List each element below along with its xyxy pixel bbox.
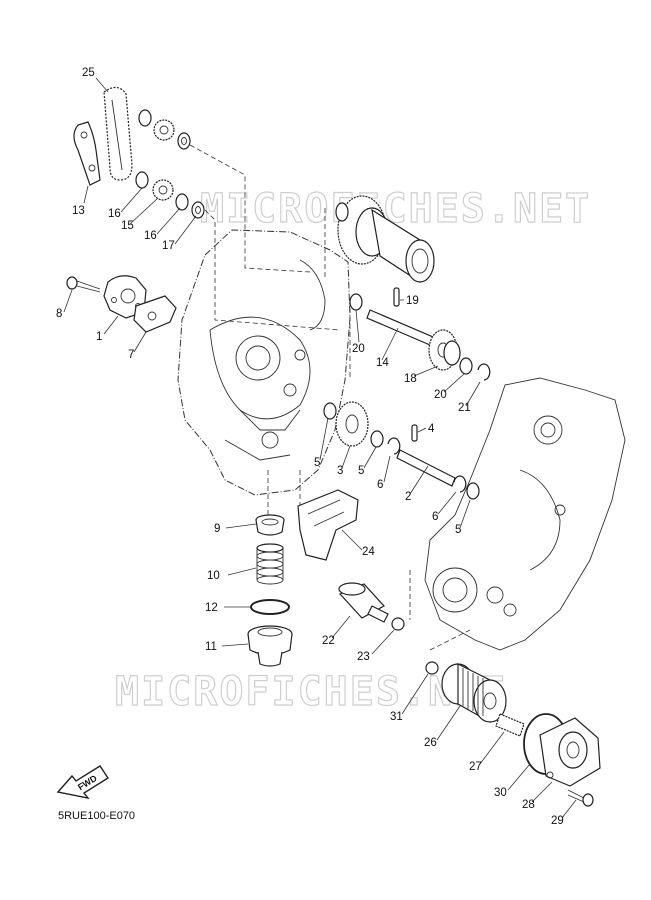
- washer-5-c: [466, 482, 480, 500]
- callout-20: 20: [434, 389, 447, 401]
- shaft-2: [396, 449, 456, 487]
- o-ring-12: [250, 599, 290, 615]
- sprocket-lower: [135, 171, 205, 219]
- callout-29: 29: [551, 815, 564, 827]
- circlip-6-a: [387, 437, 401, 455]
- oil-filter-26: [441, 663, 507, 724]
- left-crankcase: [177, 229, 351, 496]
- drain-plug-11: [247, 625, 293, 667]
- washer-5-a: [323, 402, 337, 420]
- bolt-29: [567, 789, 594, 807]
- callout-20: 20: [352, 343, 365, 355]
- callout-15: 15: [121, 220, 134, 232]
- callout-31: 31: [390, 711, 403, 723]
- pump-gasket: [133, 295, 177, 333]
- callout-6: 6: [377, 479, 383, 491]
- callout-28: 28: [522, 799, 535, 811]
- pin-19: [393, 287, 400, 307]
- circlip-21: [477, 363, 491, 381]
- callout-12: 12: [205, 602, 218, 614]
- callout-27: 27: [469, 761, 482, 773]
- cam-chain: [103, 86, 133, 181]
- callout-26: 26: [424, 737, 437, 749]
- washer-5-b: [370, 430, 384, 448]
- watermark-bottom: MICROFICHES.NET: [115, 669, 506, 715]
- right-crankcase: [424, 377, 626, 651]
- callout-labels: 25 13 16 15 16 17 8 1 7 19 20 14 18 20 2…: [56, 67, 564, 827]
- filter-cover-28: [539, 717, 601, 787]
- baffle-plate-24: [297, 489, 359, 561]
- callout-2: 2: [405, 491, 411, 503]
- relief-valve-22: [338, 582, 389, 623]
- callout-5: 5: [314, 457, 320, 469]
- o-ring-23: [391, 617, 405, 631]
- strainer-9: [255, 514, 285, 536]
- callout-10: 10: [207, 570, 220, 582]
- callout-18: 18: [404, 373, 417, 385]
- washer-20-b: [459, 357, 473, 375]
- callout-14: 14: [376, 357, 389, 369]
- callout-17: 17: [162, 240, 175, 252]
- callout-5: 5: [358, 465, 364, 477]
- callout-23: 23: [357, 651, 370, 663]
- callout-11: 11: [205, 641, 217, 653]
- callout-19: 19: [406, 295, 419, 307]
- callout-25: 25: [82, 67, 95, 79]
- diagram-code: 5RUE100-E070: [58, 810, 135, 822]
- spring-27: [495, 713, 525, 737]
- callout-16: 16: [144, 230, 157, 242]
- gear-18: [428, 329, 461, 371]
- sprocket-upper: [138, 109, 191, 150]
- o-ring-31: [425, 661, 439, 675]
- spring-10: [256, 543, 284, 585]
- callout-9: 9: [214, 523, 220, 535]
- callout-13: 13: [72, 205, 85, 217]
- callout-6: 6: [432, 511, 438, 523]
- callout-7: 7: [128, 349, 134, 361]
- gear-3: [335, 401, 369, 447]
- leader-lines: [63, 77, 577, 819]
- callout-21: 21: [458, 402, 471, 414]
- shaft-14: [366, 309, 441, 349]
- callout-3: 3: [337, 465, 343, 477]
- callout-24: 24: [362, 546, 375, 558]
- callout-16: 16: [108, 208, 121, 220]
- callout-30: 30: [494, 787, 507, 799]
- chain-guide: [73, 121, 101, 186]
- circlip-6-b: [453, 475, 467, 493]
- washer-20-a: [349, 293, 363, 311]
- callout-8: 8: [56, 308, 62, 320]
- pump-bolt: [66, 276, 101, 293]
- fwd-arrow-icon: FWD: [56, 765, 109, 800]
- pin-4: [411, 424, 418, 442]
- callout-5: 5: [455, 524, 461, 536]
- callout-22: 22: [322, 635, 335, 647]
- callout-4: 4: [428, 423, 435, 435]
- drive-gear-assembly: [335, 195, 435, 284]
- callout-1: 1: [96, 331, 102, 343]
